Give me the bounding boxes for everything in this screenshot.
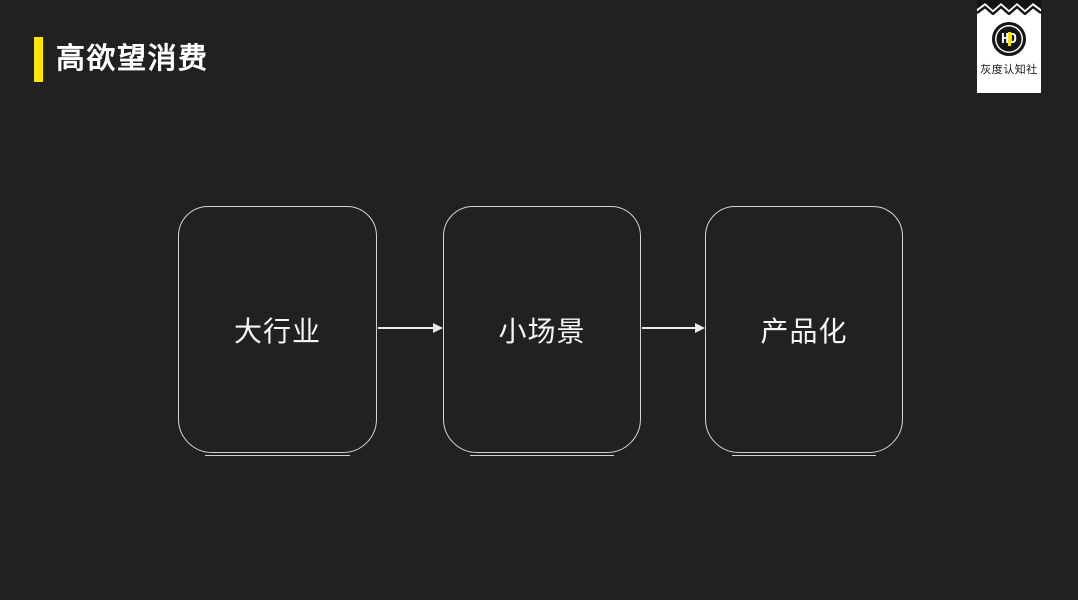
slide-header: 高欲望消费	[34, 37, 209, 82]
flow-node-big-industry: 大行业	[178, 206, 377, 456]
arrow-head	[695, 323, 705, 333]
page-title: 高欲望消费	[56, 43, 209, 75]
logo-yellow-stripe-icon	[1008, 32, 1011, 46]
arrow-right-icon	[642, 323, 705, 333]
brand-badge: HD 灰度认知社	[977, 0, 1041, 93]
arrow-right-icon	[378, 323, 443, 333]
flow-node-label: 大行业	[233, 315, 321, 347]
hd-logo-icon: HD	[992, 22, 1026, 56]
arrow-line	[642, 327, 695, 329]
title-accent-bar	[34, 37, 43, 82]
flow-node-small-scene: 小场景	[443, 206, 641, 456]
flow-node-label: 产品化	[760, 315, 848, 347]
flow-node-productization: 产品化	[705, 206, 903, 456]
brand-name: 灰度认知社	[980, 64, 1038, 76]
arrow-head	[433, 323, 443, 333]
arrow-line	[378, 327, 433, 329]
flow-node-label: 小场景	[498, 315, 586, 347]
chevron-pattern-icon	[977, 0, 1041, 15]
